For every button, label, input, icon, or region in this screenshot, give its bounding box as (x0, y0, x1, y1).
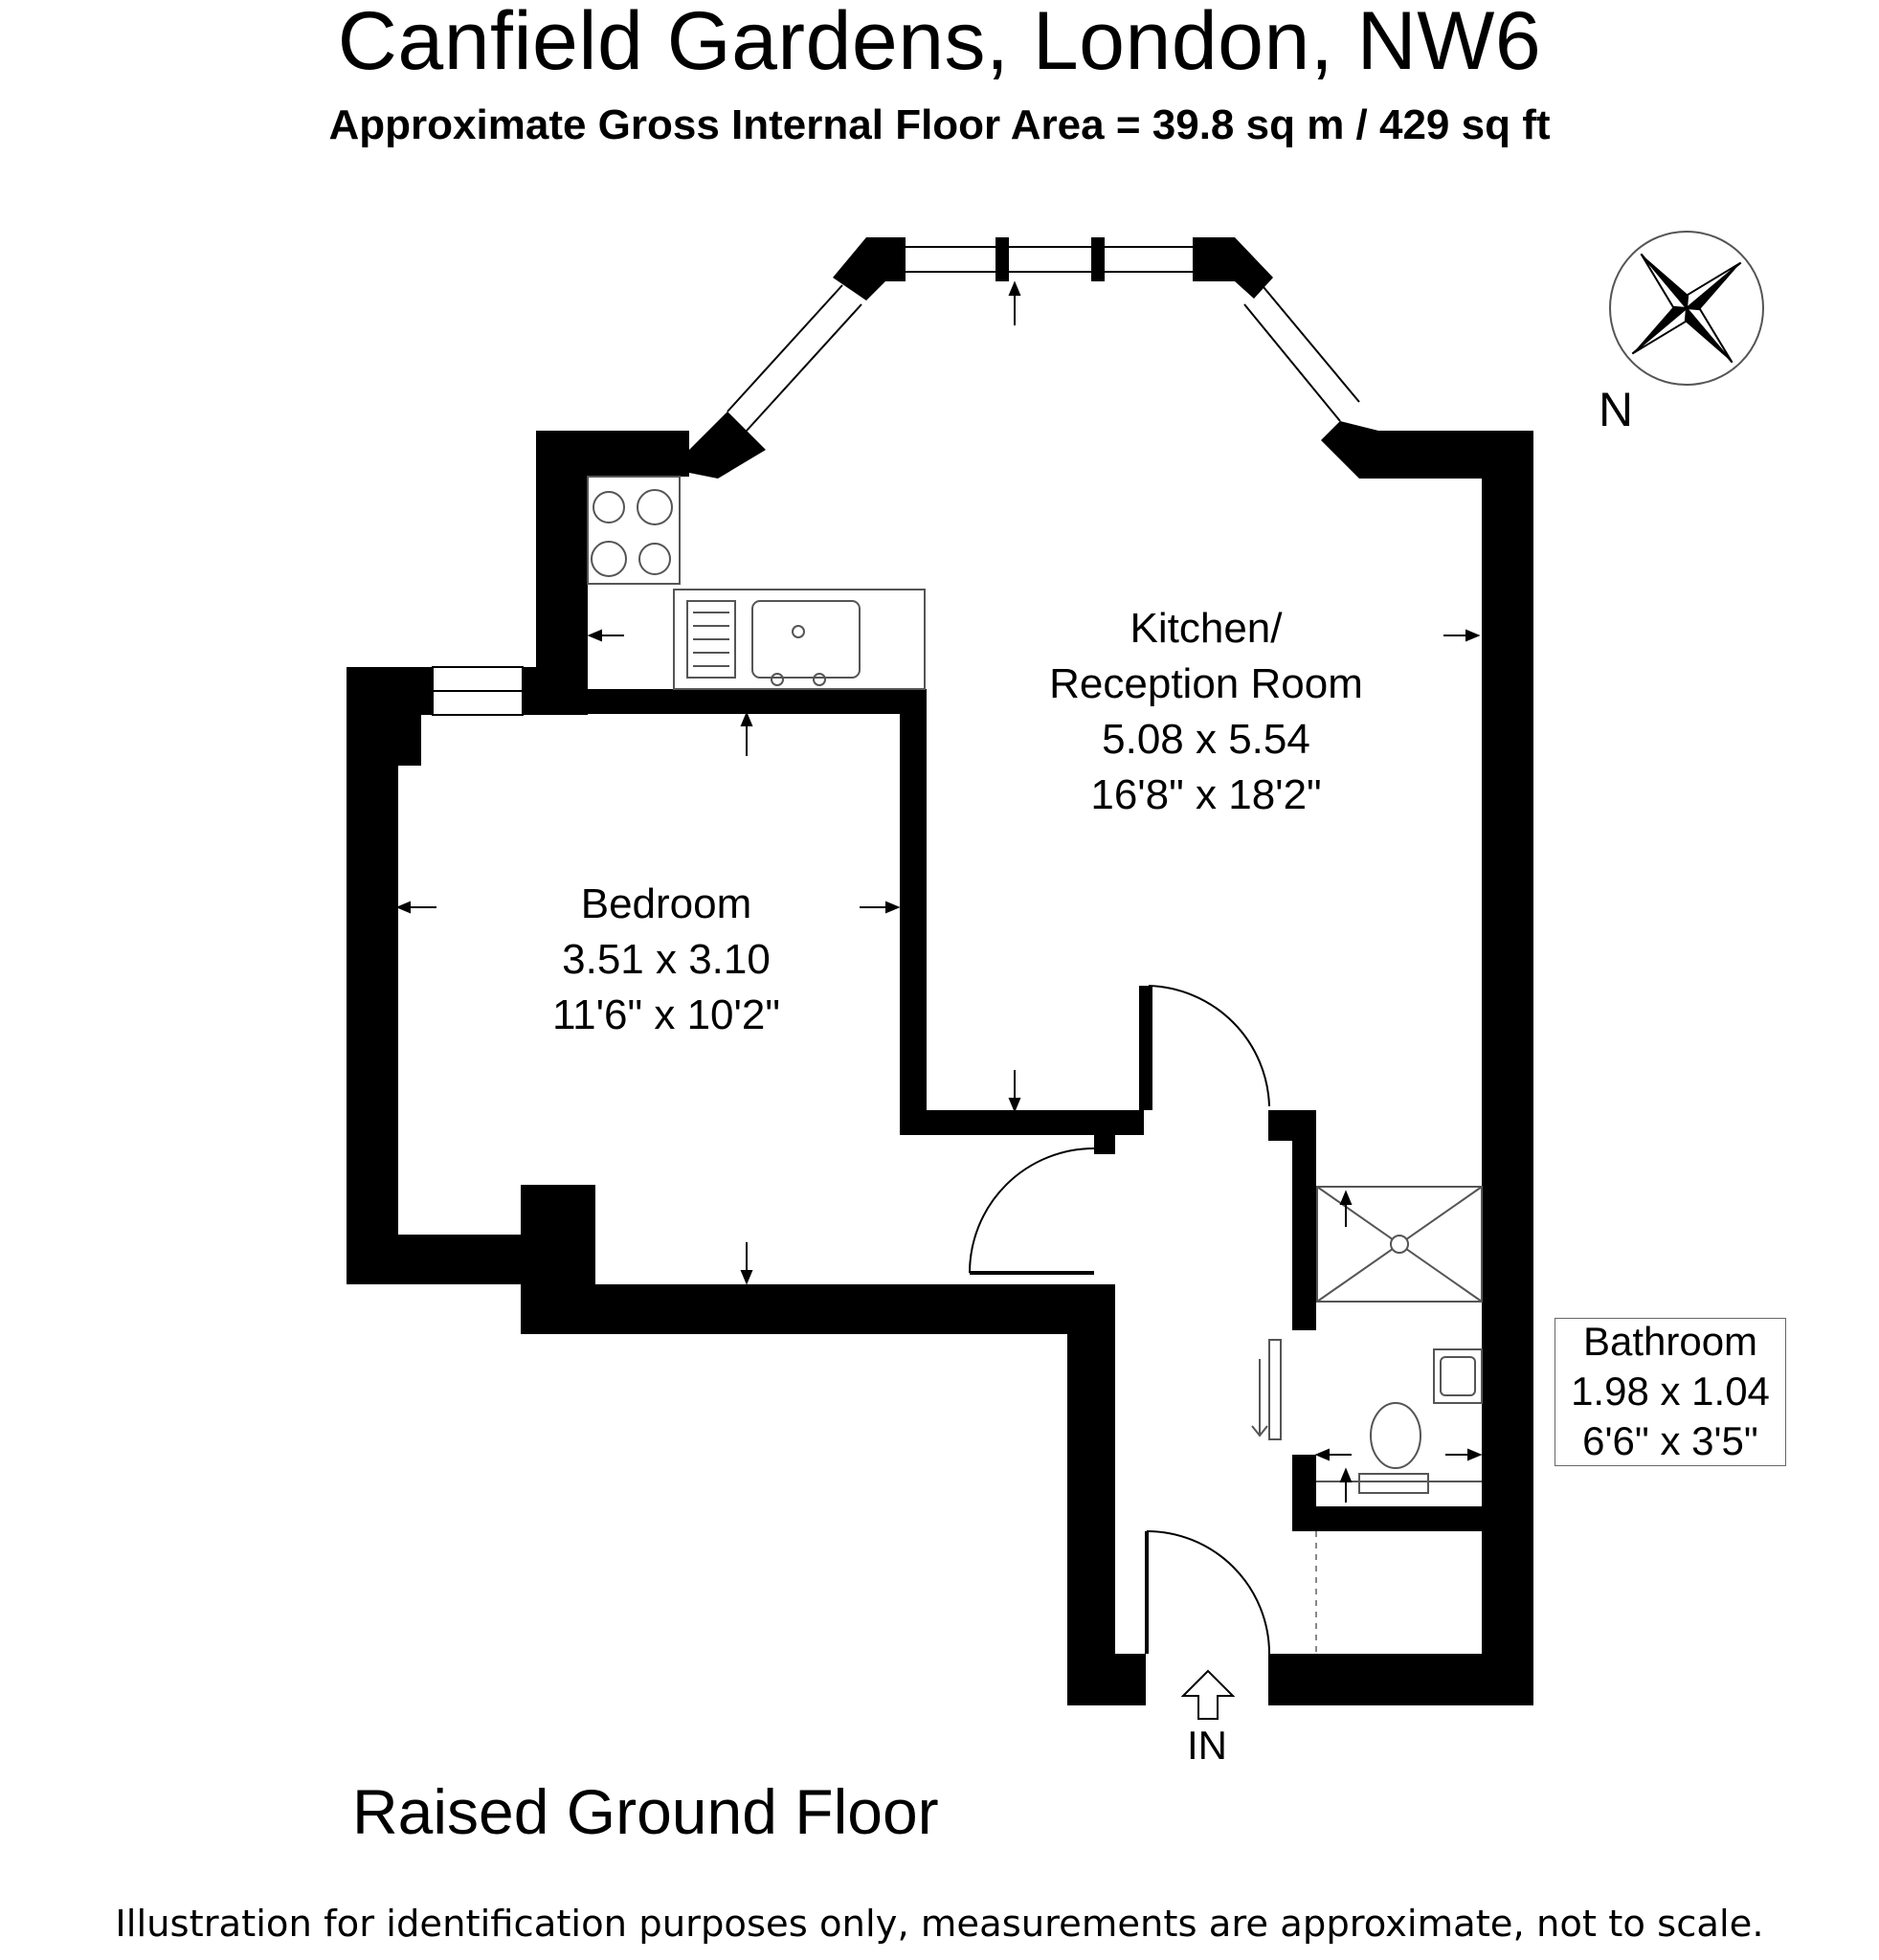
window-mullion-2 (1091, 237, 1105, 281)
bedroom-label: Bedroom 3.51 x 3.10 11'6" x 10'2" (494, 877, 839, 1043)
measurement-arrows (395, 280, 1483, 1503)
shower-tray-icon (1316, 1186, 1483, 1303)
wall-bedroom-top-mid (523, 667, 588, 715)
wall-bedroom-hall (900, 1110, 1144, 1135)
kitchen-metric: 5.08 x 5.54 (1102, 716, 1310, 763)
bedroom-metric: 3.51 x 3.10 (562, 936, 771, 983)
entrance-arrow-icon (1180, 1669, 1236, 1720)
kitchen-name-line2: Reception Room (1049, 660, 1363, 707)
kitchen-label: Kitchen/ Reception Room 5.08 x 5.54 16'8… (1015, 601, 1398, 823)
bedroom-name: Bedroom (580, 880, 752, 927)
kitchen-imperial: 16'8" x 18'2" (1090, 771, 1322, 818)
floor-area-subtitle: Approximate Gross Internal Floor Area = … (328, 101, 1551, 148)
hob-icon (587, 476, 681, 585)
wall-entrance-right (1268, 1654, 1533, 1705)
window-mullion-1 (995, 237, 1009, 281)
wall-bedroom-top-left (347, 667, 433, 766)
pocket-door-icon (1251, 1339, 1282, 1440)
wall-bedroom-bottom (521, 1284, 1114, 1334)
wall-right-top (1378, 431, 1533, 479)
wall-bedroom-left (347, 667, 398, 1284)
bathroom-imperial: 6'6" x 3'5" (1582, 1418, 1758, 1463)
wall-stub (1094, 1135, 1115, 1154)
wall-bedroom-right (900, 689, 927, 1135)
north-label: N (1599, 383, 1634, 436)
entrance-label: IN (1187, 1723, 1227, 1768)
wall-kitchen-top-left (536, 431, 689, 477)
wall-entrance-left (1067, 1654, 1146, 1705)
compass-rose-icon (1609, 231, 1764, 386)
wall-bay-right-lower (1321, 421, 1378, 479)
bathroom-name: Bathroom (1582, 1319, 1758, 1364)
sink-icon (673, 589, 926, 690)
wall-hall-left (1067, 1284, 1115, 1705)
wall-bay-left-lower (670, 412, 766, 479)
basin-icon (1433, 1348, 1483, 1404)
plan-title: Canfield Gardens, London, NW6 (337, 0, 1542, 87)
wall-kitchen-bedroom (588, 689, 927, 714)
wall-bay-right-upper (1193, 237, 1273, 299)
wall-right-outer (1482, 431, 1533, 1704)
bathroom-metric: 1.98 x 1.04 (1571, 1369, 1770, 1414)
wall-bath-bottom (1292, 1506, 1533, 1531)
door-swings (969, 985, 1270, 1655)
kitchen-name-line1: Kitchen/ (1130, 605, 1283, 652)
walls (347, 237, 1533, 1705)
bathroom-label-box (1555, 1318, 1786, 1466)
wall-bay-left-upper (833, 237, 906, 301)
disclaimer: Illustration for identification purposes… (115, 1903, 1764, 1946)
windows (432, 246, 1360, 716)
bathroom-label: Bathroom 1.98 x 1.04 6'6" x 3'5" (1555, 1317, 1786, 1466)
floor-name: Raised Ground Floor (352, 1776, 939, 1847)
bedroom-imperial: 11'6" x 10'2" (551, 991, 781, 1038)
wall-bath-left-upper (1292, 1110, 1316, 1330)
